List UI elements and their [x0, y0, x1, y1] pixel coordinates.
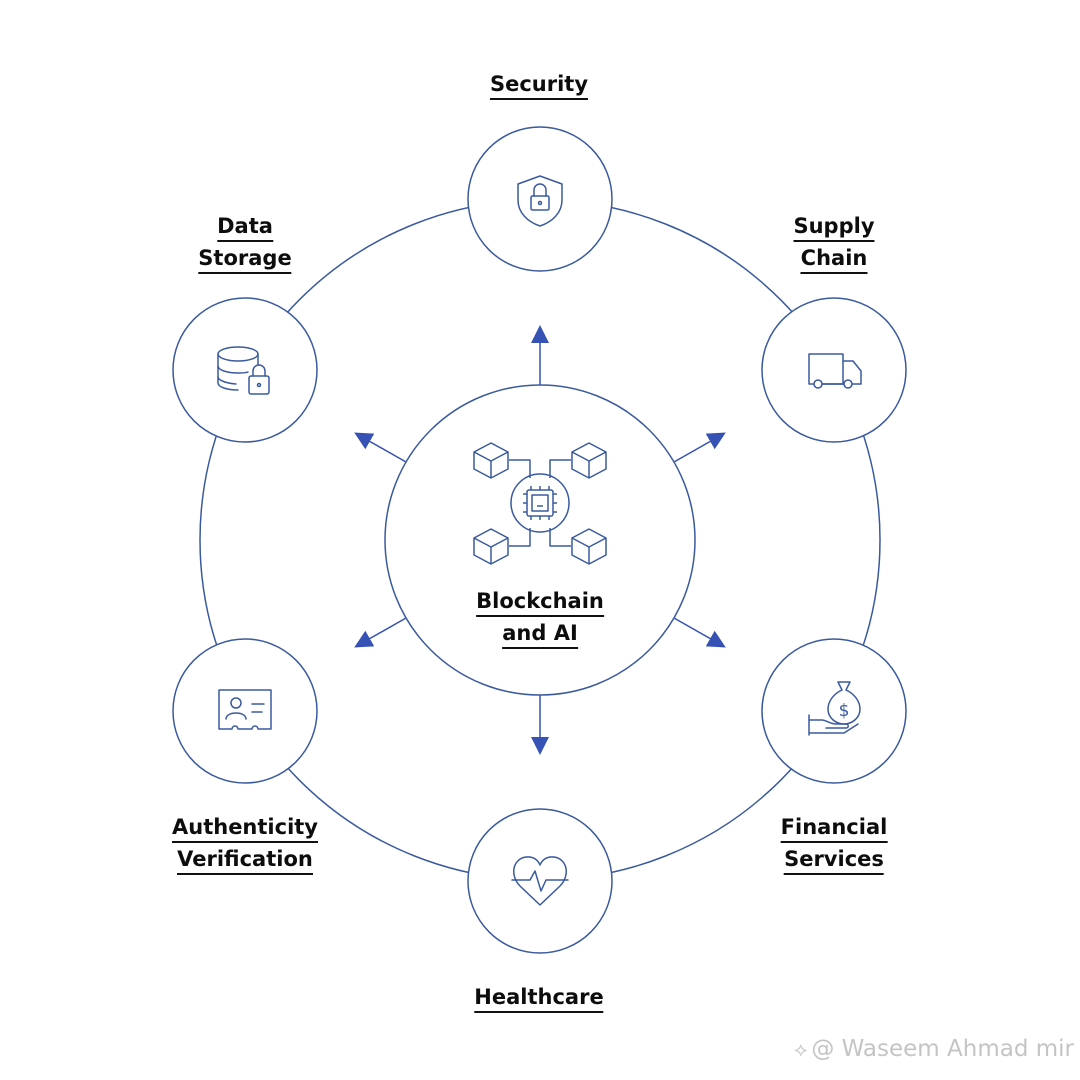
label-healthcare: Healthcare [474, 981, 604, 1013]
center-label: Blockchain and AI [476, 585, 604, 649]
node-circle-authenticity-verification [172, 638, 318, 784]
delivery-truck-icon [808, 353, 862, 389]
label-security: Security [489, 68, 589, 100]
node-circle-security [467, 126, 613, 272]
label-authenticity-verification-line2: Verification [177, 846, 313, 875]
watermark-logo-icon: ⟡ [794, 1037, 808, 1061]
node-circle-data-storage [172, 297, 318, 443]
arrow-lower-right [673, 617, 726, 648]
center-circle [384, 384, 696, 696]
center-label-line1: Blockchain [476, 588, 604, 617]
label-supply-chain: Supply Chain [793, 210, 875, 274]
watermark-text: @ Waseem Ahmad mir [811, 1036, 1074, 1062]
center-label-line2: and AI [502, 620, 578, 649]
label-data-storage: Data Storage [198, 210, 292, 274]
arrow-upper-left [354, 432, 407, 463]
shield-lock-icon [517, 175, 563, 227]
node-circle-healthcare [467, 808, 613, 954]
node-circle-financial-services [761, 638, 907, 784]
label-data-storage-line1: Data [217, 213, 273, 242]
arrow-lower-left [354, 617, 407, 648]
watermark: ⟡@ Waseem Ahmad mir [794, 1036, 1074, 1062]
label-healthcare-line1: Healthcare [474, 984, 604, 1013]
label-financial-services-line2: Services [784, 846, 884, 875]
label-financial-services-line1: Financial [780, 814, 888, 843]
heart-pulse-icon [511, 856, 569, 906]
database-lock-icon [217, 346, 270, 395]
arrows [354, 325, 726, 755]
label-authenticity-verification: Authenticity Verification [172, 811, 318, 875]
svg-text:$: $ [839, 701, 850, 721]
node-circle-supply-chain [761, 297, 907, 443]
label-data-storage-line2: Storage [198, 245, 292, 274]
blockchain-ai-chip-icon [473, 442, 607, 565]
label-security-line1: Security [489, 71, 589, 100]
label-supply-chain-line2: Chain [800, 245, 868, 274]
label-supply-chain-line1: Supply [793, 213, 875, 242]
label-authenticity-verification-line1: Authenticity [172, 814, 318, 843]
hand-money-bag-icon: $ [808, 681, 861, 736]
id-card-icon [218, 689, 272, 730]
arrow-upper-right [673, 432, 726, 463]
label-financial-services: Financial Services [780, 811, 888, 875]
